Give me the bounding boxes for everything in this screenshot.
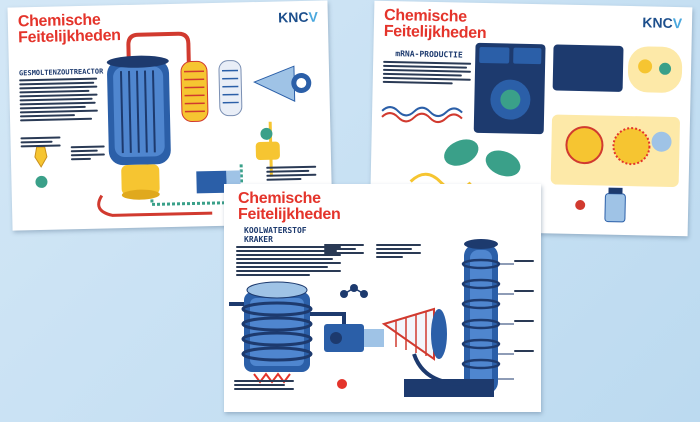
poster-heading: KOOLWATERSTOF KRAKER: [244, 226, 307, 244]
molten-salt-reactor-illustration: [34, 31, 312, 217]
brand-title: Chemische Feitelijkheden: [238, 190, 341, 223]
hydrocarbon-cracker-illustration: [229, 239, 514, 397]
poster-molten-salt-reactor[interactable]: Chemische Feitelijkheden KNCV GESMOLTENZ…: [7, 0, 333, 231]
intro-text-block: [236, 246, 341, 278]
poster-hydrocarbon-cracker[interactable]: Chemische Feitelijkheden KOOLWATERSTOF K…: [224, 184, 541, 412]
